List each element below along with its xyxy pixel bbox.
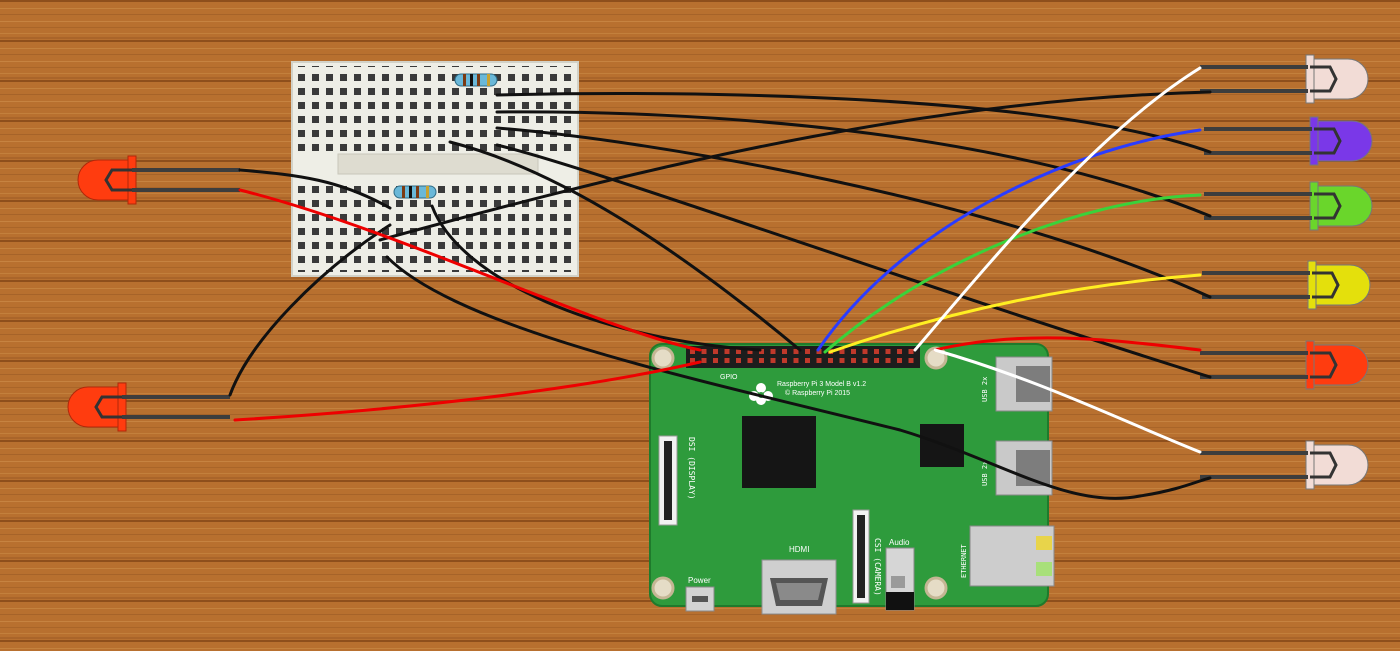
red-wire [233,360,702,422]
green-wire [823,193,1202,354]
black-wire [238,168,392,210]
led-right-6 [1200,440,1369,490]
mount-hole-tl [651,346,675,370]
gpio-pin [851,349,856,354]
gpio-pin [908,358,914,363]
white-wire [933,348,1202,454]
gpio-pin [862,358,868,363]
hdmi-port [761,559,837,615]
gpio-pin [885,349,891,354]
black-wire [430,204,762,352]
usb-port-top [995,356,1053,412]
usb-top-label: USB 2x [981,377,989,402]
gpio-pin [816,358,822,363]
yellow-wire [828,273,1202,354]
led-right-5 [1200,340,1369,390]
gpio-pin [862,349,868,354]
gpio-pin [690,349,695,354]
gpio-pin [736,358,741,363]
gpio-pin [713,358,718,363]
black-wire [495,92,1212,154]
csi-label: CSI (CAMERA) [873,538,882,596]
gpio-pin [782,349,787,354]
ethernet-port [969,525,1055,587]
gpio-pin [690,358,695,363]
audio-label: Audio [889,538,910,547]
red-wire [238,188,702,352]
red-wire [933,336,1202,352]
gpio-pin [839,358,845,363]
resistor-middle [393,185,437,199]
white-wire [913,66,1202,352]
audio-jack [885,547,915,611]
mount-hole-br [924,576,948,600]
gpio-pin [701,358,707,363]
gpio-pin [747,358,753,363]
led-right-2 [1204,116,1373,166]
black-wire [385,255,1212,500]
ethernet-label: ETHERNET [960,543,968,578]
raspberry-pi-board: GPIO Raspberry Pi 3 Model B v1.2 © Raspb… [649,343,1055,615]
black-wire [495,126,1212,299]
gpio-pin [839,349,845,354]
gpio-pin [759,358,764,363]
gpio-pin [759,349,764,354]
gpio-pin [885,358,891,363]
soc-chip [742,416,816,488]
gpio-pin [908,349,914,354]
gpio-pin [828,358,833,363]
gpio-pin [724,349,730,354]
led-left-bottom [67,382,230,432]
blue-wire [816,128,1202,352]
gpio-pin [724,358,730,363]
gpio-pin [770,349,776,354]
gpio-pin [782,358,787,363]
gpio-pin [747,349,753,354]
black-wire [448,140,802,352]
gpio-label: GPIO [720,374,738,381]
dsi-label: DSI (DISPLAY) [687,437,696,500]
gpio-pin [897,349,902,354]
gpio-pin [736,349,741,354]
gpio-pin [793,358,799,363]
led-right-3 [1204,181,1373,231]
gpio-pin [874,349,879,354]
mount-hole-bl [651,576,675,600]
black-wire [378,90,1212,242]
gpio-pin [816,349,822,354]
gpio-pin [805,349,810,354]
hdmi-label: HDMI [789,545,809,554]
model-label: Raspberry Pi 3 Model B v1.2 [777,381,866,388]
power-port [685,586,715,612]
copyright-label: © Raspberry Pi 2015 [785,389,850,397]
gpio-pin [851,358,856,363]
power-label: Power [688,576,711,585]
usb-bottom-label: USB 2x [981,461,989,486]
gpio-pin [874,358,879,363]
gpio-pin [701,349,707,354]
led-left-top [77,155,240,205]
led-right-4 [1202,260,1371,310]
gpio-pin [713,349,718,354]
gpio-pin [805,358,810,363]
gpio-header [686,346,920,368]
resistor-top [454,73,498,87]
gpio-pin [897,358,902,363]
black-wire [495,143,1212,379]
gpio-pin [770,358,776,363]
gpio-pin [793,349,799,354]
black-wire [228,223,392,397]
led-right-1 [1200,54,1369,104]
